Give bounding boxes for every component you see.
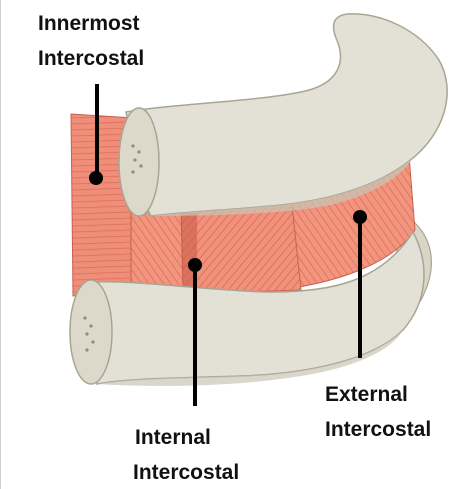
lower-rib-cut-face — [70, 280, 112, 384]
internal-intercostal-label: Internal Intercostal — [133, 424, 239, 486]
innermost-label-line1: Innermost — [38, 10, 144, 37]
internal-pointer-dot — [188, 258, 202, 272]
internal-label-line1: Internal — [133, 424, 239, 451]
external-pointer-dot — [353, 210, 367, 224]
external-label-line1: External — [325, 381, 431, 408]
internal-label-line2: Intercostal — [133, 459, 239, 486]
external-label-line2: Intercostal — [325, 416, 431, 443]
innermost-pointer-dot — [89, 171, 103, 185]
innermost-label-line2: Intercostal — [38, 45, 144, 72]
external-intercostal-label: External Intercostal — [325, 381, 431, 443]
upper-rib-cut-face — [119, 108, 159, 216]
innermost-intercostal-label: Innermost Intercostal — [38, 10, 144, 72]
